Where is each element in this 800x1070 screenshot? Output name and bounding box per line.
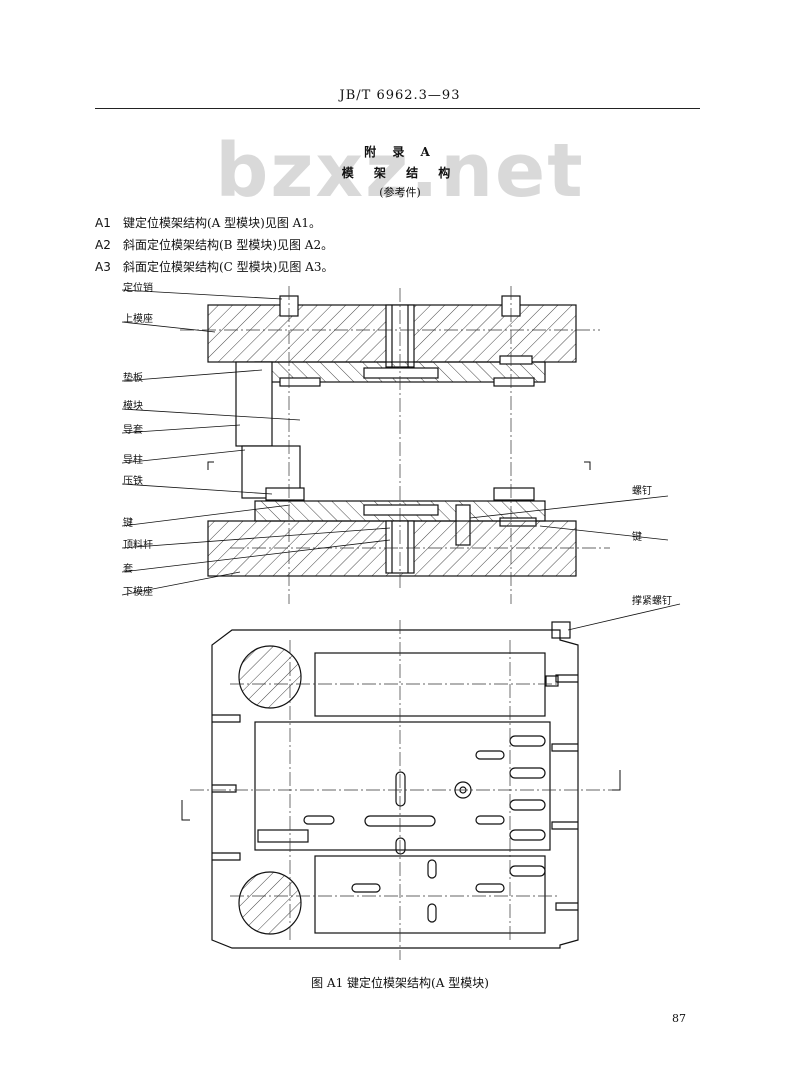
plan-outline xyxy=(211,629,579,949)
item-number: A1 xyxy=(95,216,111,230)
figure-caption: 图 A1 键定位模架结构(A 型模块) xyxy=(311,976,489,990)
label-ejector-rod: 顶料杆 xyxy=(123,540,153,551)
list-item: A2 斜面定位模架结构(B 型模块)见图 A2。 xyxy=(95,236,333,253)
label-key-right: 键 xyxy=(632,532,642,543)
label-tightening-screw: 撑紧螺钉 xyxy=(632,596,672,607)
item-number: A3 xyxy=(95,260,111,274)
guide-pillar-top xyxy=(238,645,302,709)
label-die-block: 模块 xyxy=(123,401,143,412)
label-backing-plate: 垫板 xyxy=(123,373,143,384)
label-guide-bushing: 导套 xyxy=(123,425,143,436)
standard-code: JB/T 6962.3—93 xyxy=(339,88,461,103)
item-text: 斜面定位模架结构(C 型模块)见图 A3。 xyxy=(123,260,334,274)
header-rule xyxy=(95,108,700,109)
label-upper-die-seat: 上模座 xyxy=(123,314,153,325)
label-locating-pin: 定位销 xyxy=(123,283,153,294)
guide-bushing xyxy=(235,361,273,447)
item-text: 斜面定位模架结构(B 型模块)见图 A2。 xyxy=(123,238,334,252)
label-pressing-iron: 压铁 xyxy=(123,476,143,487)
list-item: A3 斜面定位模架结构(C 型模块)见图 A3。 xyxy=(95,258,333,275)
item-text: 键定位模架结构(A 型模块)见图 A1。 xyxy=(123,216,321,230)
watermark: bzxz.net xyxy=(215,128,585,214)
label-lower-die-seat: 下模座 xyxy=(123,587,153,598)
list-item: A1 键定位模架结构(A 型模块)见图 A1。 xyxy=(95,214,321,231)
label-key: 键 xyxy=(123,518,133,529)
appendix-title: 模 架 结 构 xyxy=(341,166,459,180)
item-number: A2 xyxy=(95,238,111,252)
label-guide-pillar: 导柱 xyxy=(123,455,143,466)
appendix-label: 附 录 A xyxy=(364,145,436,159)
appendix-note: (参考件) xyxy=(379,186,421,199)
tightening-screw xyxy=(551,621,571,639)
guide-pillar-bottom xyxy=(238,871,302,935)
label-screw: 螺钉 xyxy=(632,486,652,497)
page-number: 87 xyxy=(672,1012,686,1025)
label-sleeve: 套 xyxy=(123,564,133,575)
